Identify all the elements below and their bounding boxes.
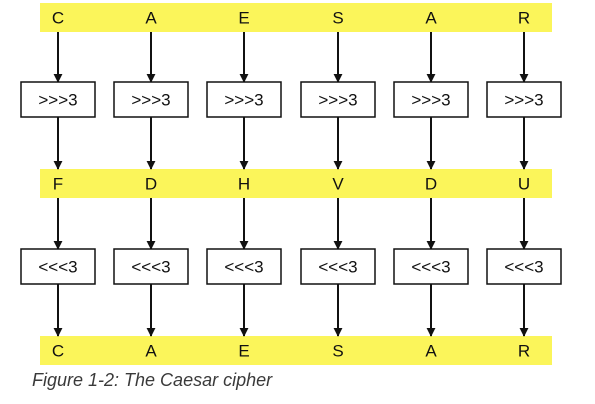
band-middle xyxy=(40,169,552,198)
decrypt-shift-box xyxy=(113,248,189,285)
decrypt-shift-box xyxy=(20,248,96,285)
decrypt-shift-box-label: <<<3 xyxy=(411,258,450,277)
decrypt-shift-box-label: <<<3 xyxy=(38,258,77,277)
encrypt-shift-box xyxy=(393,81,469,118)
encrypt-shift-box xyxy=(300,81,376,118)
ciphertext-letter: D xyxy=(425,175,437,194)
encrypt-shift-box xyxy=(113,81,189,118)
encrypt-shift-box-label: >>>3 xyxy=(504,91,543,110)
decrypt-shift-box-label: <<<3 xyxy=(224,258,263,277)
decrypted-letter: R xyxy=(518,342,530,361)
figure-caption: Figure 1-2: The Caesar cipher xyxy=(32,370,273,390)
decrypted-letter: C xyxy=(52,342,64,361)
decrypt-shift-box xyxy=(486,248,562,285)
decrypted-letter: A xyxy=(145,342,157,361)
encrypt-shift-box-label: >>>3 xyxy=(411,91,450,110)
decrypt-shift-box-label: <<<3 xyxy=(131,258,170,277)
decrypted-letter: A xyxy=(425,342,437,361)
encrypt-shift-box-label: >>>3 xyxy=(131,91,170,110)
decrypted-letter: E xyxy=(238,342,249,361)
plaintext-letter: S xyxy=(332,9,343,28)
plaintext-letter: A xyxy=(425,9,437,28)
plaintext-letter: R xyxy=(518,9,530,28)
encrypt-shift-box-label: >>>3 xyxy=(38,91,77,110)
ciphertext-letter: H xyxy=(238,175,250,194)
plaintext-letter: C xyxy=(52,9,64,28)
plaintext-letter: E xyxy=(238,9,249,28)
encrypt-shift-box xyxy=(20,81,96,118)
band-top xyxy=(40,3,552,32)
ciphertext-letter: F xyxy=(53,175,63,194)
decrypt-shift-box-label: <<<3 xyxy=(318,258,357,277)
plaintext-letter: A xyxy=(145,9,157,28)
decrypted-letter: S xyxy=(332,342,343,361)
ciphertext-letter: V xyxy=(332,175,344,194)
decrypt-shift-box-label: <<<3 xyxy=(504,258,543,277)
encrypt-shift-box xyxy=(486,81,562,118)
decrypt-shift-box xyxy=(206,248,282,285)
band-bottom xyxy=(40,336,552,365)
decrypt-shift-box xyxy=(300,248,376,285)
encrypt-shift-box xyxy=(206,81,282,118)
encrypt-shift-box-label: >>>3 xyxy=(318,91,357,110)
decrypt-shift-box xyxy=(393,248,469,285)
ciphertext-letter: D xyxy=(145,175,157,194)
encrypt-shift-box-label: >>>3 xyxy=(224,91,263,110)
ciphertext-letter: U xyxy=(518,175,530,194)
